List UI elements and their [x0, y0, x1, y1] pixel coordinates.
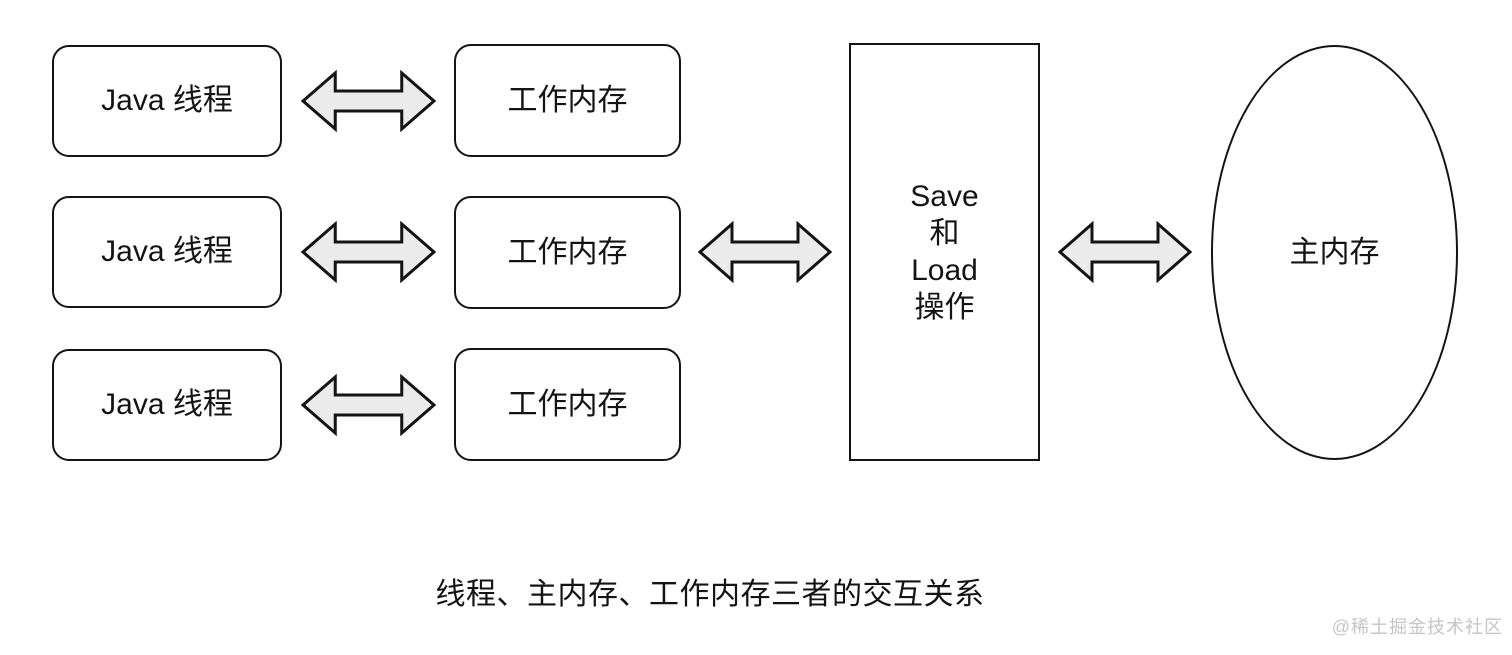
watermark-text: @稀土掘金技术社区: [1331, 617, 1503, 637]
double-arrow-icon: [1058, 221, 1192, 283]
java-thread-label-1: Java 线程: [101, 84, 233, 117]
double-arrow-icon: [301, 70, 436, 132]
save-load-box: Save 和 Load 操作: [849, 43, 1040, 461]
save-load-line-2: 和: [929, 217, 960, 250]
main-memory-ellipse: 主内存: [1211, 45, 1458, 460]
working-memory-label-2: 工作内存: [507, 235, 628, 269]
working-memory-label-1: 工作内存: [507, 83, 628, 117]
java-thread-box-1: Java 线程: [52, 45, 282, 157]
working-memory-label-3: 工作内存: [507, 387, 628, 421]
double-arrow-icon: [301, 221, 436, 283]
java-thread-box-3: Java 线程: [52, 349, 282, 461]
save-load-line-3: Load: [911, 254, 978, 287]
working-memory-box-3: 工作内存: [454, 348, 681, 461]
working-memory-box-2: 工作内存: [454, 196, 681, 309]
double-arrow-icon: [698, 221, 832, 283]
save-load-line-4: 操作: [914, 291, 975, 324]
java-thread-label-2: Java 线程: [101, 235, 233, 268]
java-thread-box-2: Java 线程: [52, 196, 282, 308]
java-thread-label-3: Java 线程: [101, 388, 233, 421]
diagram-caption: 线程、主内存、工作内存三者的交互关系: [435, 578, 985, 611]
working-memory-box-1: 工作内存: [454, 44, 681, 157]
main-memory-label: 主内存: [1289, 235, 1380, 269]
save-load-line-1: Save: [910, 180, 979, 213]
double-arrow-icon: [301, 374, 436, 436]
